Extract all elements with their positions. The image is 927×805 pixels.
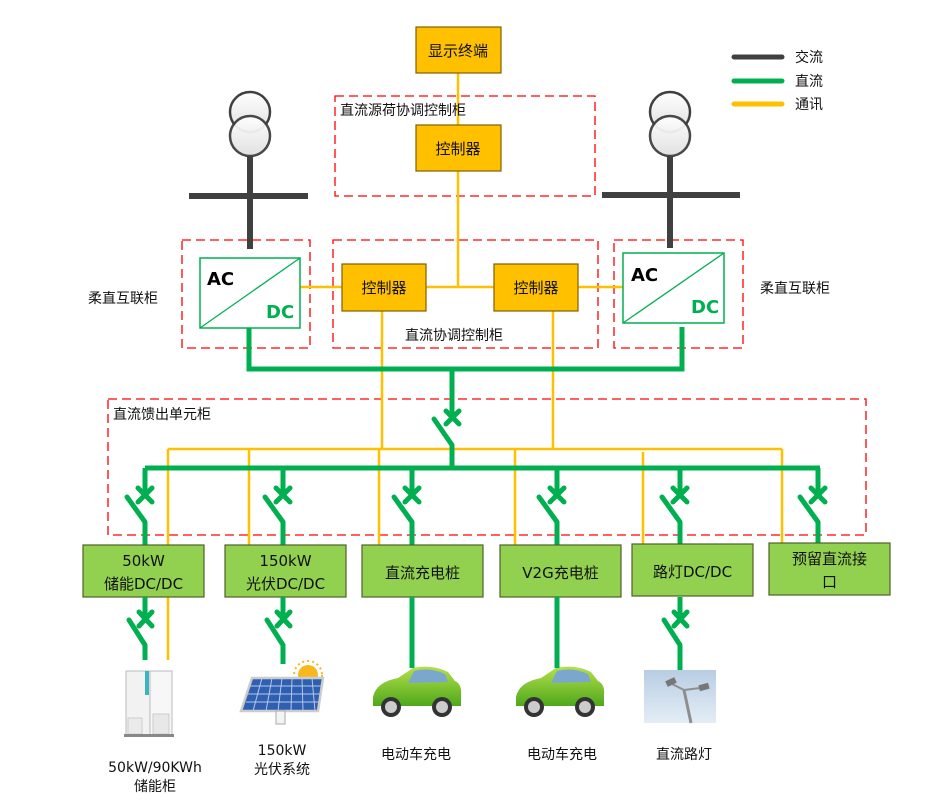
feeder-breaker bbox=[124, 468, 155, 546]
storage-cabinet-icon bbox=[124, 670, 174, 737]
feeder-breaker bbox=[391, 468, 422, 546]
converter-unit[interactable]: V2G充电桩 bbox=[499, 544, 622, 598]
device-label: 直流路灯 bbox=[656, 746, 712, 763]
feeder-breaker bbox=[659, 468, 690, 546]
converter-unit[interactable]: 直流充电桩 bbox=[361, 544, 484, 598]
source-load-cabinet-label: 直流源荷协调控制柜 bbox=[340, 102, 466, 119]
converter-unit[interactable]: 50kW 储能DC/DC bbox=[82, 544, 205, 598]
dc-coord-cabinet-label: 直流协调控制柜 bbox=[405, 327, 503, 344]
unit-label: 150kW bbox=[259, 552, 311, 570]
ac-label: AC bbox=[631, 265, 658, 286]
unit-label: V2G充电桩 bbox=[522, 564, 598, 582]
street-light-icon bbox=[644, 670, 716, 724]
ev-car-icon bbox=[373, 666, 462, 717]
device-feed-lines bbox=[126, 597, 690, 670]
unit-label: 储能DC/DC bbox=[104, 575, 183, 593]
dc-feeder-cabinet bbox=[107, 398, 867, 536]
dc-label: DC bbox=[691, 297, 719, 318]
main-dc-breaker bbox=[431, 408, 462, 448]
unit-label: 口 bbox=[822, 573, 837, 591]
source-load-coord-cabinet bbox=[334, 95, 596, 197]
dc-coord-control-cabinet bbox=[332, 239, 599, 349]
right-controller-label: 控制器 bbox=[513, 279, 558, 297]
display-terminal-label: 显示终端 bbox=[428, 42, 488, 60]
display-terminal[interactable]: 显示终端 bbox=[415, 26, 502, 74]
converter-unit[interactable]: 150kW 光伏DC/DC bbox=[224, 544, 347, 598]
device-label: 50kW/90KWh bbox=[108, 760, 202, 776]
left-controller[interactable]: 控制器 bbox=[341, 263, 427, 312]
right-interconnect-cabinet bbox=[613, 239, 744, 349]
device-label: 电动车充电 bbox=[527, 746, 597, 763]
top-controller-label: 控制器 bbox=[435, 140, 480, 158]
unit-label: 光伏DC/DC bbox=[246, 575, 325, 593]
top-controller[interactable]: 控制器 bbox=[415, 124, 502, 172]
device-label: 150kW bbox=[258, 743, 307, 759]
unit-label: 直流充电桩 bbox=[385, 564, 460, 582]
device-label: 光伏系统 bbox=[254, 762, 310, 778]
feeder-cabinet-label: 直流馈出单元柜 bbox=[113, 406, 211, 423]
solar-panel-icon bbox=[239, 660, 325, 725]
feeder-breaker bbox=[797, 468, 828, 546]
dc-lines bbox=[145, 327, 820, 471]
legend: 交流 直流 通讯 bbox=[731, 49, 823, 113]
right-transformer bbox=[602, 90, 740, 248]
dc-label: DC bbox=[266, 302, 294, 323]
left-interconnect-label: 柔直互联柜 bbox=[88, 290, 158, 307]
legend-ac-label: 交流 bbox=[795, 49, 823, 66]
feeder-breaker bbox=[536, 468, 567, 546]
feeder-breakers bbox=[124, 468, 828, 546]
right-interconnect-label: 柔直互联柜 bbox=[760, 280, 830, 297]
device-label: 储能柜 bbox=[134, 779, 176, 795]
right-controller[interactable]: 控制器 bbox=[493, 263, 579, 312]
converter-units: 50kW 储能DC/DC 150kW 光伏DC/DC 直流充电桩 V2G充电桩 路灯DC/D… bbox=[82, 542, 891, 598]
right-acdc-converter: AC DC bbox=[622, 252, 725, 324]
device-label: 电动车充电 bbox=[381, 746, 451, 763]
left-interconnect-cabinet bbox=[181, 239, 311, 349]
legend-comm-label: 通讯 bbox=[795, 97, 823, 113]
left-transformer bbox=[189, 90, 308, 249]
left-controller-label: 控制器 bbox=[361, 279, 406, 297]
unit-label: 预留直流接 bbox=[792, 550, 867, 568]
device-labels: 50kW/90KWh 储能柜 150kW 光伏系统 电动车充电 电动车充电 直流… bbox=[108, 743, 712, 795]
left-acdc-converter: AC DC bbox=[199, 257, 301, 329]
feeder-breaker bbox=[262, 468, 293, 546]
ac-label: AC bbox=[207, 269, 234, 290]
unit-label: 50kW bbox=[122, 552, 165, 570]
legend-dc-label: 直流 bbox=[795, 73, 823, 90]
ev-car-icon bbox=[516, 666, 605, 717]
unit-label: 路灯DC/DC bbox=[653, 563, 732, 581]
converter-unit[interactable]: 路灯DC/DC bbox=[631, 543, 754, 597]
